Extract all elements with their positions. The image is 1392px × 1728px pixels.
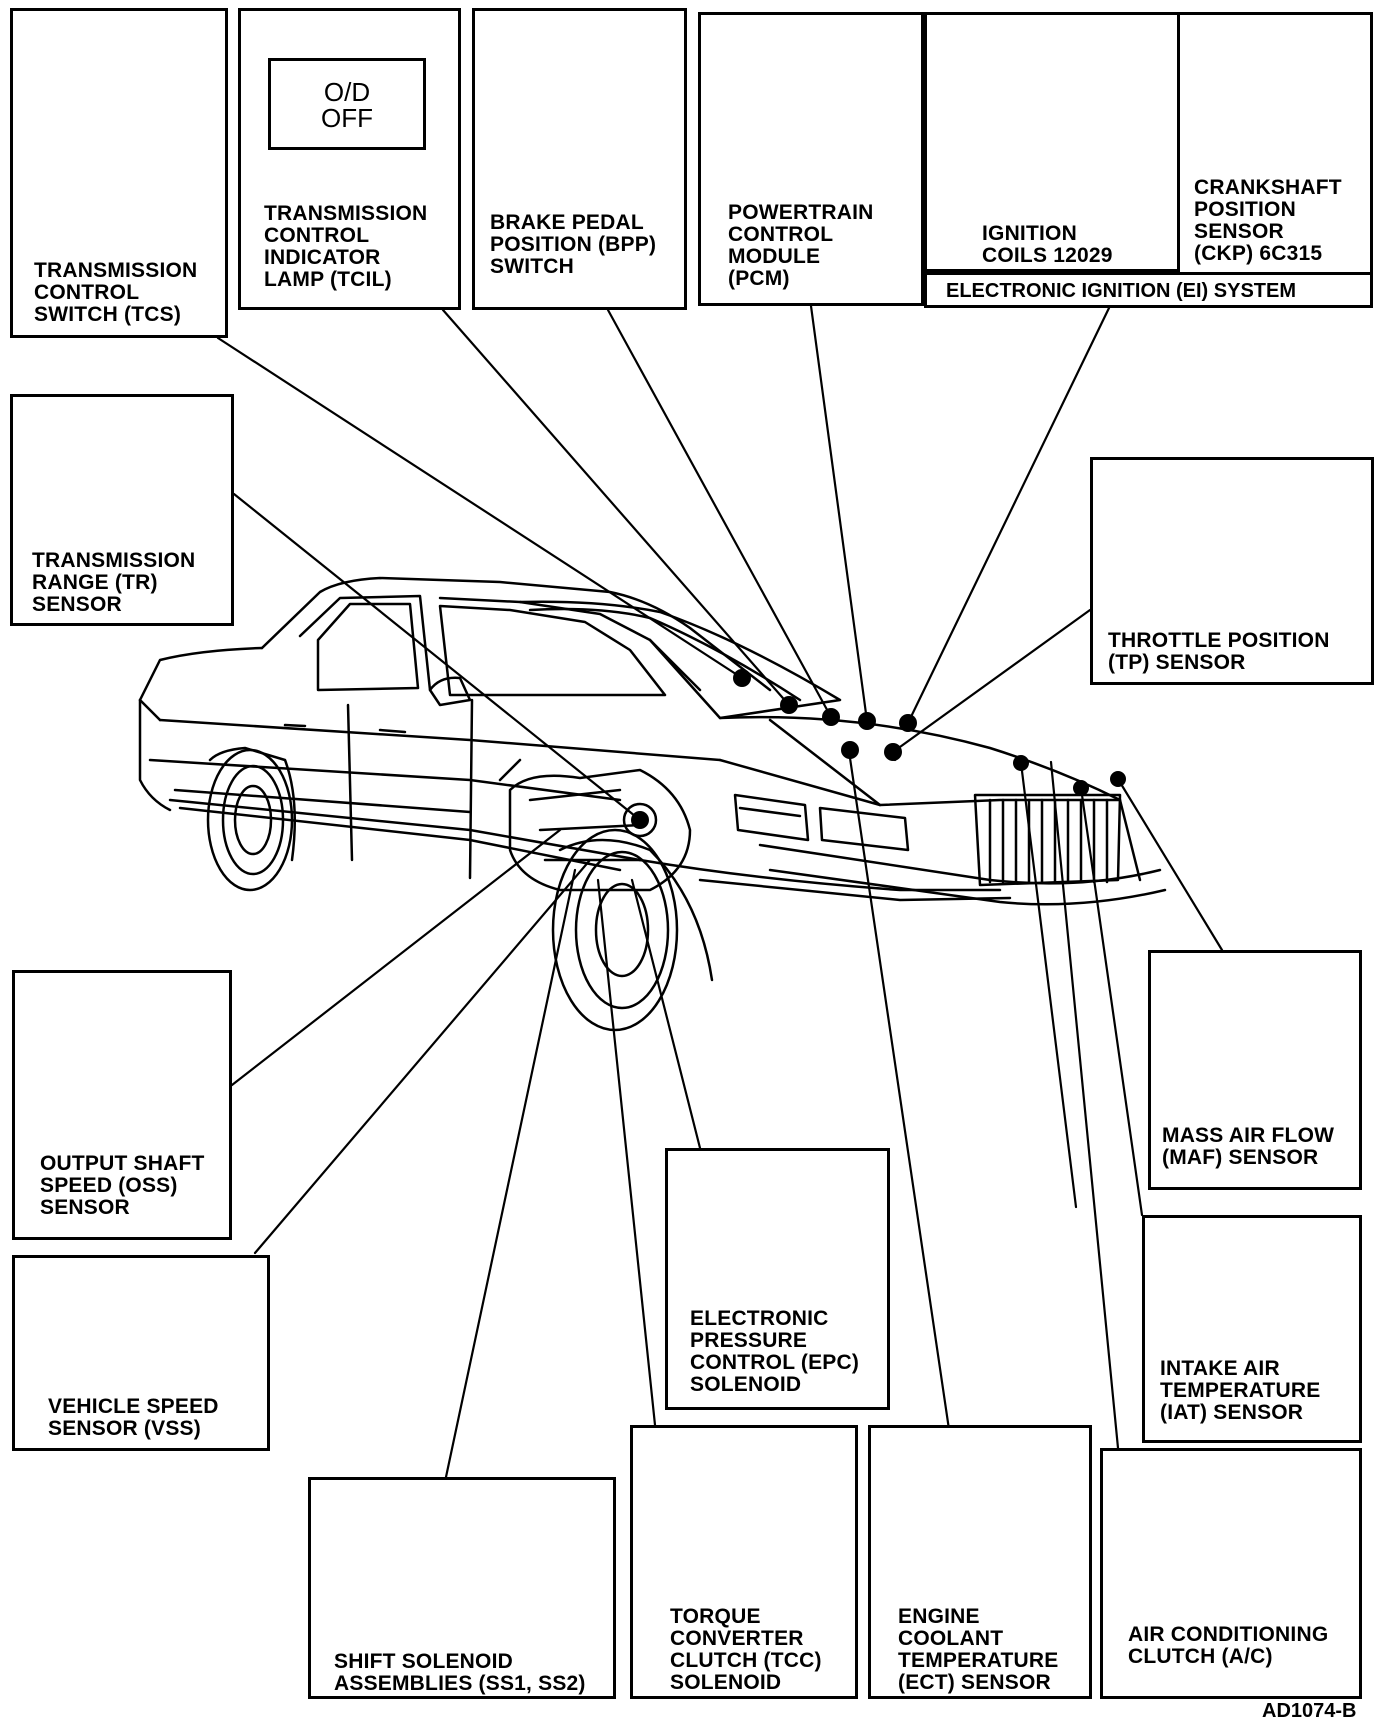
bpp-label: BRAKE PEDAL POSITION (BPP) SWITCH (490, 211, 657, 278)
epc-box (665, 1148, 890, 1410)
ei-system-bar (924, 272, 1373, 308)
tp-label: THROTTLE POSITION (TP) SENSOR (1108, 629, 1330, 674)
tr-label: TRANSMISSION RANGE (TR) SENSOR (32, 549, 196, 616)
tcc-box (630, 1425, 858, 1699)
ign-coils-subframe (924, 12, 1180, 272)
car-illustration (138, 576, 1167, 1032)
callout-dots (631, 669, 1126, 829)
tcs-label: TRANSMISSION CONTROL SWITCH (TCS) (34, 259, 198, 326)
tcc-label: TORQUE CONVERTER CLUTCH (TCC) SOLENOID (670, 1605, 822, 1694)
od-off-lamp: O/D OFF (268, 58, 426, 150)
ect-label: ENGINE COOLANT TEMPERATURE (ECT) SENSOR (898, 1605, 1059, 1694)
vss-label: VEHICLE SPEED SENSOR (VSS) (48, 1395, 219, 1440)
pcm-label: POWERTRAIN CONTROL MODULE (PCM) (728, 201, 874, 290)
ign-coils-label: IGNITION COILS 12029 (982, 222, 1113, 267)
tcs-box (10, 8, 228, 338)
vss-box (12, 1255, 270, 1451)
tcil-label: TRANSMISSION CONTROL INDICATOR LAMP (TCI… (264, 202, 428, 291)
ckp-label: CRANKSHAFT POSITION SENSOR (CKP) 6C315 (1194, 176, 1342, 265)
oss-label: OUTPUT SHAFT SPEED (OSS) SENSOR (40, 1152, 205, 1219)
iat-label: INTAKE AIR TEMPERATURE (IAT) SENSOR (1160, 1357, 1321, 1424)
oss-box (12, 970, 232, 1240)
ei-system-label: ELECTRONIC IGNITION (EI) SYSTEM (946, 280, 1297, 302)
tp-box (1090, 457, 1374, 685)
tr-box (10, 394, 234, 626)
pcm-box (698, 12, 924, 306)
bpp-box (472, 8, 687, 310)
figure-code: AD1074-B (1262, 1700, 1357, 1722)
ac-box (1100, 1448, 1362, 1699)
maf-label: MASS AIR FLOW (MAF) SENSOR (1162, 1124, 1335, 1169)
shift-solenoid-label: SHIFT SOLENOID ASSEMBLIES (SS1, SS2) (334, 1650, 586, 1695)
ect-box (868, 1425, 1092, 1699)
shift-solenoid-box (308, 1477, 616, 1699)
maf-box (1148, 950, 1362, 1190)
epc-label: ELECTRONIC PRESSURE CONTROL (EPC) SOLENO… (690, 1307, 860, 1396)
iat-box (1142, 1215, 1362, 1443)
ac-label: AIR CONDITIONING CLUTCH (A/C) (1128, 1623, 1329, 1668)
